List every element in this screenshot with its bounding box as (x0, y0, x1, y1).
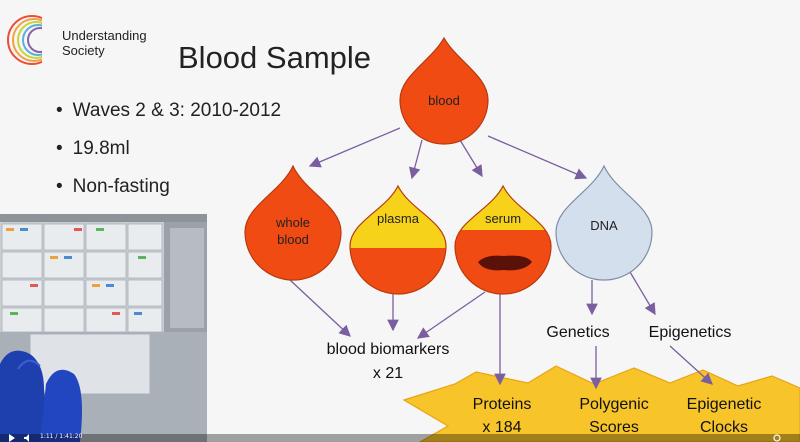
whole-blood-label-2: blood (277, 232, 309, 247)
arrow-dna-to-epigenetics (629, 271, 656, 316)
epigenetic-clocks-label-1: Epigenetic (687, 396, 762, 413)
serum-drop-icon (454, 184, 552, 295)
proteins-label-2: x 184 (482, 419, 521, 436)
polygenic-label-1: Polygenic (579, 396, 648, 413)
arrow-epigenetics-to-clocks (669, 345, 713, 385)
dna-drop-icon (555, 164, 653, 281)
plasma-label: plasma (377, 211, 420, 226)
arrow-blood-to-whole (308, 127, 401, 168)
bullet-fasting: Non-fasting (56, 172, 281, 210)
epigenetic-clocks-label-2: Clocks (700, 419, 748, 436)
blood-label: blood (428, 93, 460, 108)
logo-text: Understanding Society (62, 28, 147, 58)
logo-rings-icon (7, 6, 64, 76)
biomarkers-label-2: x 21 (373, 365, 403, 382)
dna-label: DNA (590, 218, 618, 233)
epigenetics-label: Epigenetics (649, 324, 732, 341)
bullet-list: Waves 2 & 3: 2010-2012 19.8ml Non-fastin… (56, 96, 281, 210)
volume-icon[interactable] (24, 434, 32, 442)
polygenic-label-2: Scores (589, 419, 639, 436)
whole-blood-label-1: whole (275, 215, 310, 230)
video-controls-bar[interactable] (0, 434, 800, 442)
slide-title: Blood Sample (178, 40, 372, 75)
sample-storage-photo (0, 214, 207, 442)
arrow-blood-to-plasma (408, 139, 423, 180)
arrow-blood-to-serum (459, 139, 483, 178)
arrow-whole-to-biomarkers (289, 279, 351, 337)
arrow-blood-to-dna (487, 135, 588, 180)
play-icon[interactable] (8, 434, 16, 442)
blood-drop-icon (399, 36, 489, 145)
settings-icon[interactable] (772, 434, 782, 442)
proteins-label-1: Proteins (473, 396, 532, 413)
biomarkers-label-1: blood biomarkers (327, 341, 450, 358)
serum-label: serum (485, 211, 521, 226)
whole-blood-drop-icon (244, 164, 342, 281)
bullet-waves: Waves 2 & 3: 2010-2012 (56, 96, 281, 134)
logo-line-1: Understanding (62, 28, 147, 43)
bullet-volume: 19.8ml (56, 134, 281, 172)
plasma-drop-icon (349, 184, 447, 295)
arrow-serum-to-biomarkers (416, 291, 486, 339)
genetics-label: Genetics (546, 324, 609, 341)
understanding-society-logo: Understanding Society (6, 6, 166, 76)
logo-line-2: Society (62, 43, 105, 58)
video-timestamp: 1:11 / 1:41:20 (40, 433, 83, 440)
